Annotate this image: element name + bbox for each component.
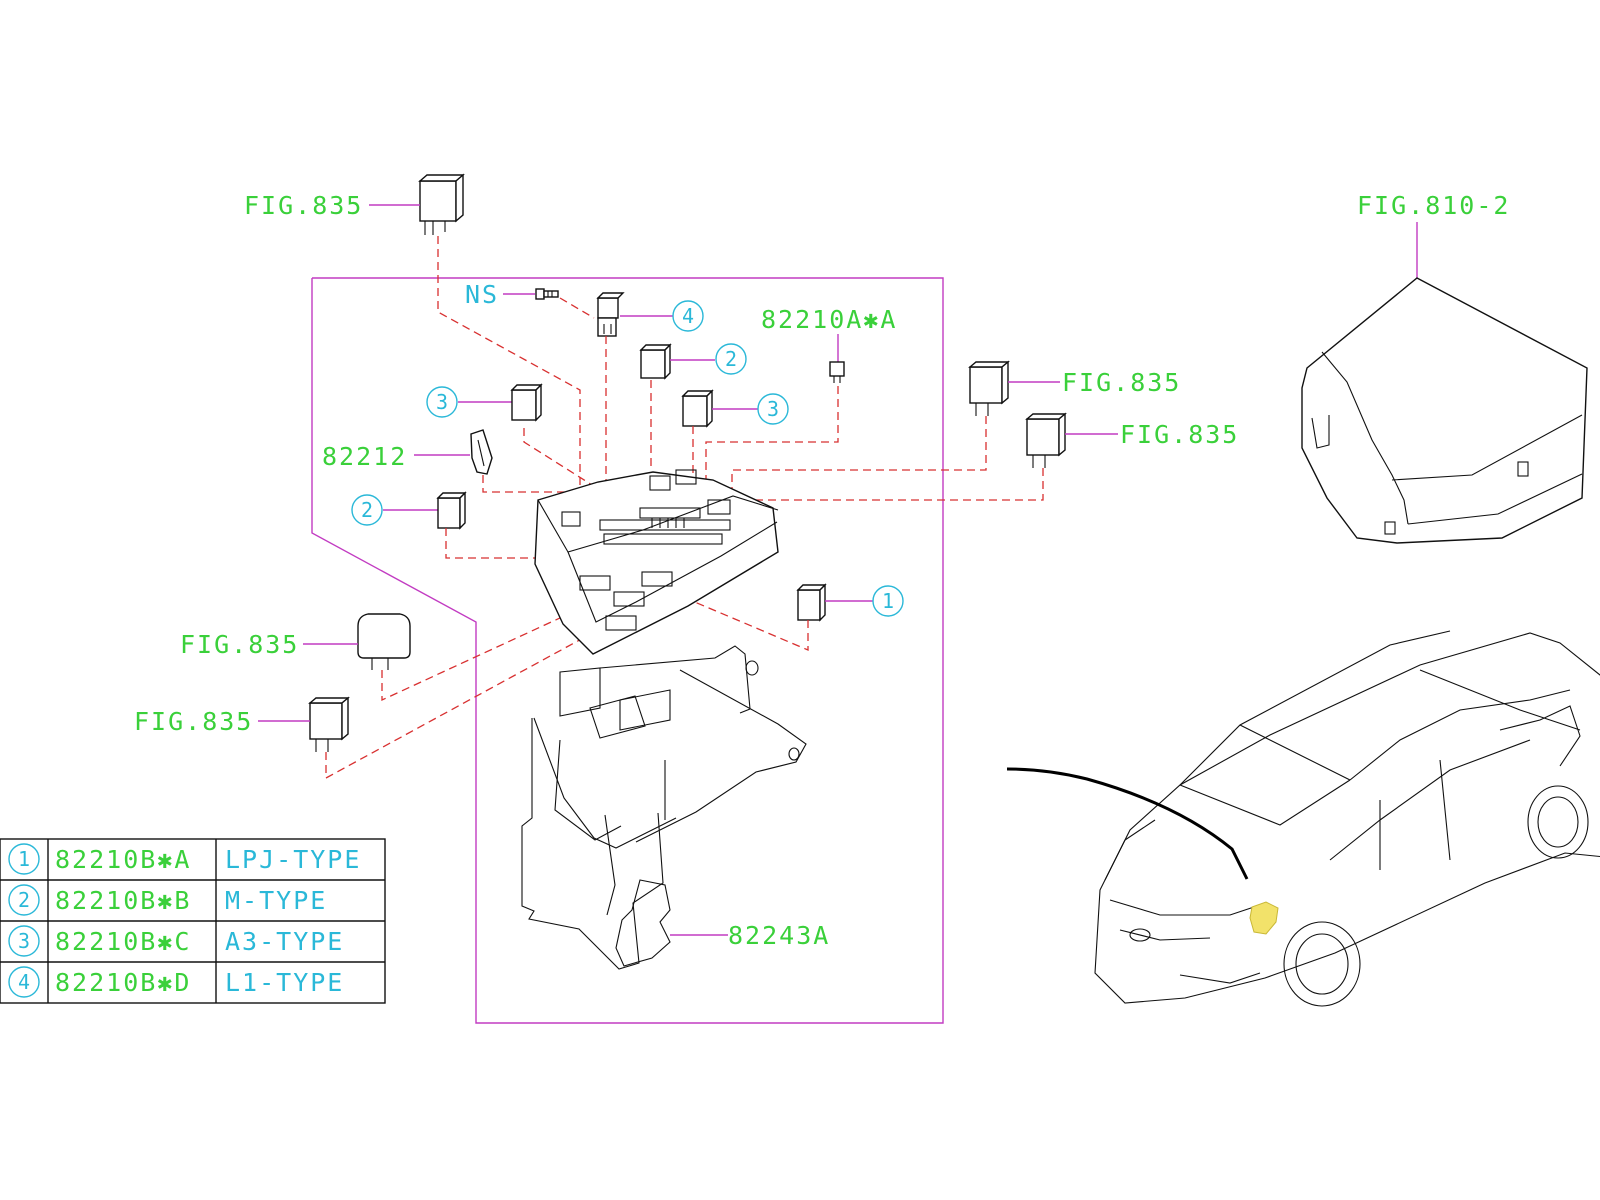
legend-row: 1 82210B✱A LPJ-TYPE — [8, 843, 361, 875]
legend-type: A3-TYPE — [225, 927, 344, 956]
legend-type: LPJ-TYPE — [225, 845, 361, 874]
fuse-puller-82212[interactable] — [470, 429, 493, 475]
legend-num: 1 — [18, 847, 30, 871]
fuse-m-top[interactable] — [639, 343, 672, 380]
legend-part: 82210B✱B — [55, 886, 191, 915]
legend-part: 82210B✱A — [55, 845, 191, 874]
relay-left-2[interactable] — [308, 696, 350, 752]
callout-3b-circle[interactable] — [757, 393, 789, 425]
callout-4-number: 4 — [682, 304, 694, 328]
callout-4-circle[interactable] — [672, 300, 704, 332]
fuse-box-body[interactable] — [534, 469, 779, 655]
part-82243a-label[interactable]: 82243A — [728, 921, 830, 950]
legend-type: L1-TYPE — [225, 968, 344, 997]
assembly-boundary — [311, 277, 944, 1024]
legend-part: 82210B✱C — [55, 927, 191, 956]
callout-2b-number: 2 — [361, 498, 373, 522]
callout-1-circle[interactable] — [872, 585, 904, 617]
callout-3a-circle[interactable] — [426, 386, 458, 418]
relay-right-2[interactable] — [1025, 412, 1067, 468]
bolt-part[interactable] — [535, 288, 559, 300]
relay-right-1[interactable] — [968, 360, 1010, 416]
callout-1-number: 1 — [882, 589, 894, 613]
legend-row: 2 82210B✱B M-TYPE — [8, 884, 327, 916]
fig835-left1-label[interactable]: FIG.835 — [180, 630, 299, 659]
legend-num: 4 — [18, 970, 30, 994]
relay-left-1[interactable] — [357, 613, 411, 670]
fig835-right2-label[interactable]: FIG.835 — [1120, 420, 1239, 449]
callout-line-black — [1006, 767, 1249, 880]
callout-2a-number: 2 — [725, 347, 737, 371]
legend-type: M-TYPE — [225, 886, 327, 915]
callout-2b-circle[interactable] — [351, 494, 383, 526]
callout-3b-number: 3 — [767, 397, 779, 421]
mini-fuse-82210a[interactable] — [829, 361, 845, 383]
relay-top[interactable] — [418, 173, 465, 235]
legend-table: 1 82210B✱A LPJ-TYPE 2 82210B✱B M-TYPE 3 … — [0, 838, 386, 1004]
fuse-l1[interactable] — [596, 292, 625, 337]
car-illustration — [1094, 630, 1600, 1007]
fig835-top-label[interactable]: FIG.835 — [244, 191, 363, 220]
fig810-label[interactable]: FIG.810-2 — [1357, 191, 1510, 220]
legend-row: 4 82210B✱D L1-TYPE — [8, 966, 344, 998]
legend-part: 82210B✱D — [55, 968, 191, 997]
legend-row: 3 82210B✱C A3-TYPE — [8, 925, 344, 957]
callout-2a-circle[interactable] — [715, 343, 747, 375]
fuse-a3-right[interactable] — [681, 389, 714, 428]
legend-num: 2 — [18, 888, 30, 912]
fuse-a3-left[interactable] — [510, 383, 543, 422]
fuse-lpj[interactable] — [796, 583, 827, 622]
fuse-box-cover[interactable] — [1301, 277, 1588, 544]
legend-num: 3 — [18, 929, 30, 953]
part-82212-label[interactable]: 82212 — [322, 442, 407, 471]
bracket-82243a[interactable] — [521, 645, 807, 970]
highlight-fusebox-location — [1249, 901, 1279, 935]
fig835-right1-label[interactable]: FIG.835 — [1062, 368, 1181, 397]
fig835-left2-label[interactable]: FIG.835 — [134, 707, 253, 736]
ns-label: NS — [465, 280, 499, 309]
part-82210a-label[interactable]: 82210A✱A — [761, 305, 897, 334]
callout-3a-number: 3 — [436, 390, 448, 414]
fuse-m-left[interactable] — [436, 491, 467, 530]
